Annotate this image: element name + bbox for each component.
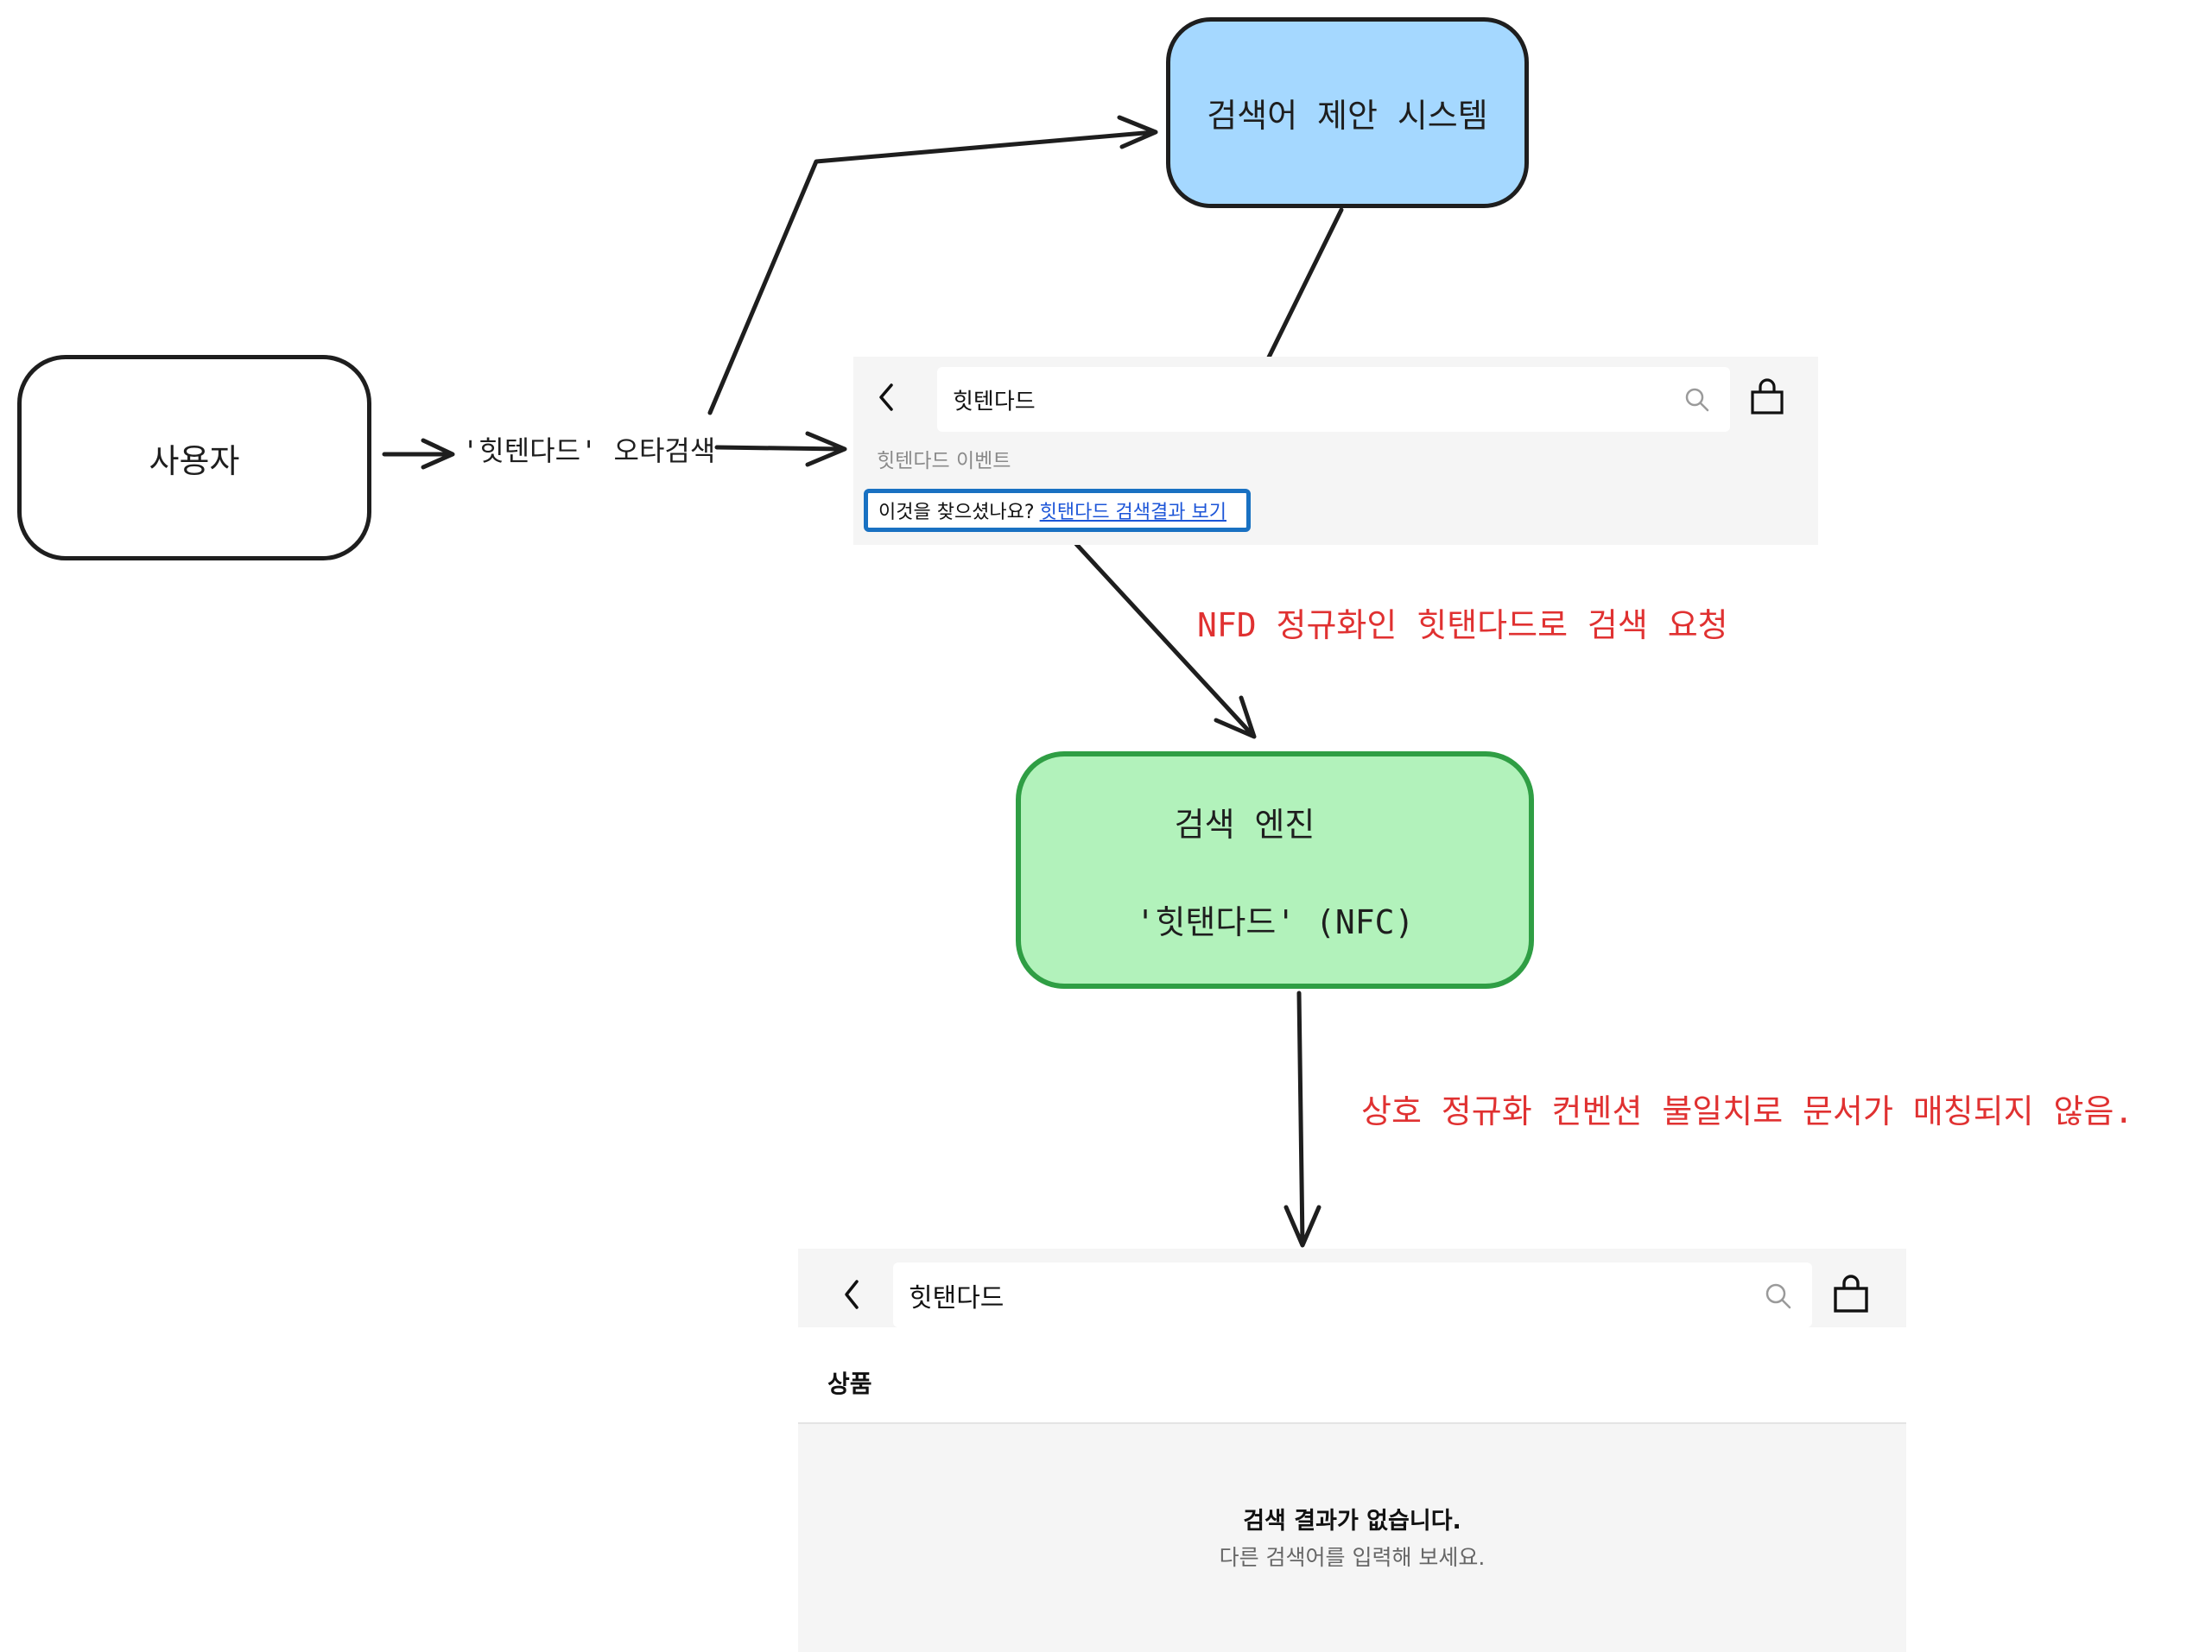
arrow-typo-to-screen xyxy=(714,431,847,467)
shopping-bag-icon[interactable] xyxy=(1831,1273,1871,1314)
tab-area xyxy=(798,1327,1906,1422)
search-bar[interactable]: 힛텐다드 xyxy=(937,367,1730,432)
search-screen-no-results: 힛탠다드 상품 검색 결과가 없습니다. 다른 검색어를 입력해 보세요. xyxy=(798,1249,1906,1652)
user-label: 사용자 xyxy=(149,441,240,480)
tab-divider xyxy=(798,1422,1906,1424)
arrow-engine-to-results xyxy=(1283,991,1321,1248)
suggestion-item[interactable]: 힛텐다드 이벤트 xyxy=(877,450,1011,472)
arrow-user-to-typo xyxy=(382,438,455,470)
back-chevron-icon[interactable] xyxy=(837,1275,866,1314)
tab-products[interactable]: 상품 xyxy=(827,1370,872,1398)
search-screen-typo: 힛텐다드 힛텐다드 이벤트 이것을 찾으셨나요? 힛탠다드 검색결과 보기 xyxy=(853,357,1818,545)
nfd-request-label: NFD 정규화인 힛탠다드로 검색 요청 xyxy=(1197,606,1728,644)
did-you-mean-link[interactable]: 힛탠다드 검색결과 보기 xyxy=(1039,502,1226,523)
suggest-system-node: 검색어 제안 시스템 xyxy=(1166,17,1529,208)
search-query: 힛탠다드 xyxy=(909,1282,1005,1313)
empty-state-subtitle: 다른 검색어를 입력해 보세요. xyxy=(1219,1545,1486,1570)
did-you-mean-prefix: 이것을 찾으셨나요? xyxy=(878,502,1035,523)
user-node: 사용자 xyxy=(17,355,371,560)
back-chevron-icon[interactable] xyxy=(872,378,900,416)
suggest-system-label: 검색어 제안 시스템 xyxy=(1207,97,1488,135)
search-query: 힛텐다드 xyxy=(953,389,1036,415)
mismatch-label: 상호 정규화 컨벤션 불일치로 문서가 매칭되지 않음. xyxy=(1361,1092,2134,1130)
empty-state-title: 검색 결과가 없습니다. xyxy=(1243,1508,1461,1535)
search-engine-term: '힛탠다드' (NFC) xyxy=(1135,902,1415,941)
did-you-mean-box: 이것을 찾으셨나요? 힛탠다드 검색결과 보기 xyxy=(864,489,1251,532)
search-icon[interactable] xyxy=(1683,386,1711,414)
search-bar[interactable]: 힛탠다드 xyxy=(893,1263,1812,1327)
search-engine-title: 검색 엔진 xyxy=(1174,805,1315,844)
typo-search-label: '힛텐다드' 오타검색 xyxy=(462,434,716,467)
shopping-bag-icon[interactable] xyxy=(1748,377,1786,417)
search-engine-node: 검색 엔진 '힛탠다드' (NFC) xyxy=(1016,751,1534,989)
search-icon[interactable] xyxy=(1764,1282,1793,1311)
